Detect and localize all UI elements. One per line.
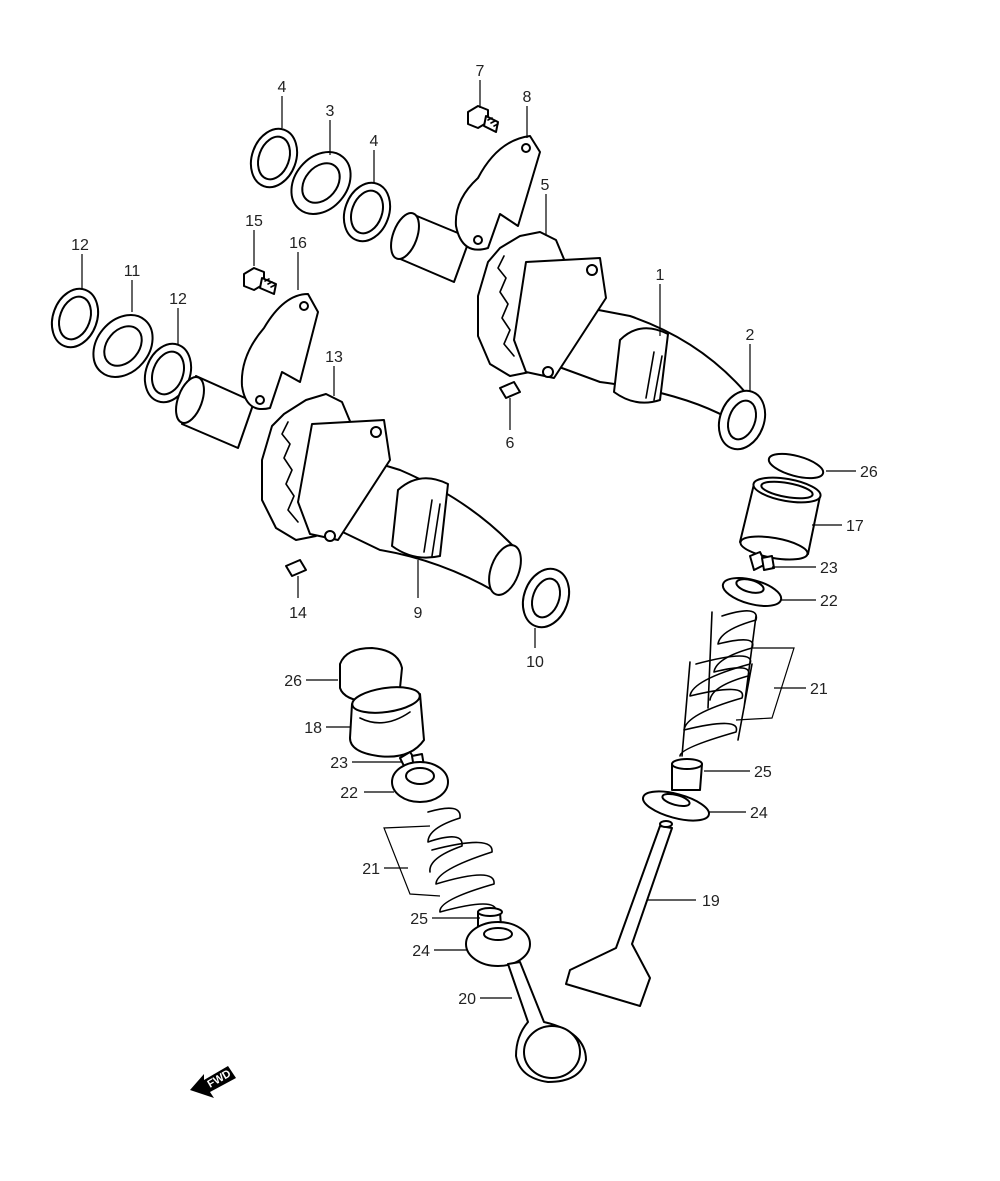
retainer-22-right xyxy=(721,577,783,607)
bolt-7 xyxy=(467,105,499,133)
cam-plate-8 xyxy=(454,135,541,251)
label-11: 11 xyxy=(124,263,141,280)
label-25-left: 25 xyxy=(410,911,428,928)
camshaft-1 xyxy=(390,212,746,419)
part-labels: 4 3 4 7 8 5 1 2 6 12 11 12 15 16 13 9 14… xyxy=(71,63,878,1008)
spring-seat-24-right xyxy=(642,790,710,822)
spring-seat-24-left xyxy=(465,921,531,967)
label-26-right: 26 xyxy=(860,464,878,481)
label-14: 14 xyxy=(289,605,307,622)
label-24-left: 24 xyxy=(412,943,430,960)
label-1: 1 xyxy=(656,267,665,284)
valve-20 xyxy=(507,961,587,1083)
cam-sprocket-13 xyxy=(261,393,391,542)
tappet-18 xyxy=(349,686,425,758)
label-8: 8 xyxy=(523,89,532,106)
washer-12-upper xyxy=(50,287,100,349)
washer-4-upper xyxy=(249,127,299,189)
label-15: 15 xyxy=(245,213,263,230)
valve-seal-25-right xyxy=(671,758,703,791)
dowel-pin-6 xyxy=(499,381,521,399)
label-19: 19 xyxy=(702,893,720,910)
fwd-label: FWD xyxy=(206,1068,234,1091)
spring-21-left xyxy=(427,807,497,913)
cotter-23-right xyxy=(749,551,775,571)
label-26-left: 26 xyxy=(284,673,302,690)
label-18: 18 xyxy=(304,720,322,737)
cam-plate-16 xyxy=(240,293,319,410)
tappet-17 xyxy=(739,476,822,561)
leader-lines xyxy=(81,80,856,999)
label-7: 7 xyxy=(476,63,485,80)
label-25-right: 25 xyxy=(754,764,772,781)
retainer-22-left xyxy=(391,761,449,803)
fwd-arrow-icon: FWD xyxy=(190,1066,236,1098)
label-24-right: 24 xyxy=(750,805,768,822)
label-23-left: 23 xyxy=(330,755,348,772)
label-17: 17 xyxy=(846,518,864,535)
label-21-right: 21 xyxy=(810,681,828,698)
oil-seal-11 xyxy=(92,314,154,378)
label-22-right: 22 xyxy=(820,593,838,610)
label-21-left: 21 xyxy=(362,861,380,878)
bolt-15 xyxy=(243,267,277,295)
label-23-right: 23 xyxy=(820,560,838,577)
label-4-lower: 4 xyxy=(370,133,379,150)
label-16: 16 xyxy=(289,235,307,252)
dowel-pin-14 xyxy=(285,559,307,577)
label-22-left: 22 xyxy=(340,785,358,802)
label-13: 13 xyxy=(325,349,343,366)
oil-seal-3 xyxy=(290,151,352,215)
shim-26-right xyxy=(767,452,825,480)
label-5: 5 xyxy=(541,177,550,194)
washer-4-lower xyxy=(342,181,392,243)
label-6: 6 xyxy=(506,435,515,452)
washer-2 xyxy=(717,389,767,451)
washer-12-lower xyxy=(143,342,193,404)
valve-19 xyxy=(565,820,673,1007)
label-12-upper: 12 xyxy=(71,237,89,254)
label-3: 3 xyxy=(326,103,335,120)
label-2: 2 xyxy=(746,327,755,344)
label-4-upper: 4 xyxy=(278,79,287,96)
label-20: 20 xyxy=(458,991,476,1008)
cam-sprocket-5 xyxy=(477,231,607,379)
label-10: 10 xyxy=(526,654,544,671)
label-9: 9 xyxy=(414,605,423,622)
spring-21-right xyxy=(679,610,758,757)
label-12-lower: 12 xyxy=(169,291,187,308)
washer-10 xyxy=(521,567,571,629)
